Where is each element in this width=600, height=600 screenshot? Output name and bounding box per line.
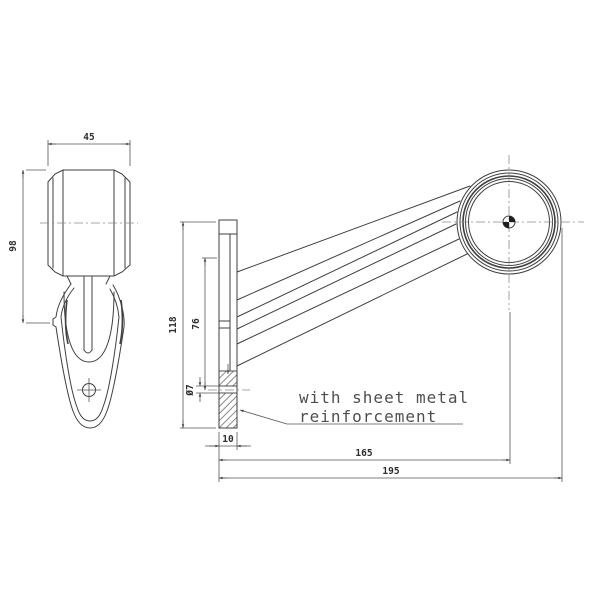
front-view: 45 98 [8,132,138,429]
dimension-bracket-height: 118 [168,221,216,429]
arm-shade-left [64,299,69,345]
dim-label-98: 98 [8,240,19,252]
dim-label-118: 118 [168,316,179,333]
dimension-length-to-center: 165 [219,312,511,464]
dim-label-76: 76 [191,318,202,330]
dim-label-10: 10 [222,434,234,445]
arm-outer-outline [52,283,125,429]
side-view: 118 76 Ø7 10 [168,155,584,482]
dimension-head-width: 45 [47,132,131,166]
dim-label-195: 195 [382,466,399,477]
note-line-2: reinforcement [299,407,437,426]
reinforcement-note: with sheet metal reinforcement [226,364,469,426]
note-leader [239,409,288,425]
arm-inner-outline [60,287,120,422]
dim-label-45: 45 [83,132,95,143]
arm-lens-pocket [63,291,115,363]
dimension-bracket-thickness: 10 [205,432,251,482]
mounting-hole [77,378,101,402]
dim-label-165: 165 [355,448,372,459]
dimension-hole-offset: 76 [191,257,217,391]
arm-shade-right [119,299,124,345]
dimension-hole-diameter: Ø7 [185,377,219,402]
neck-left [66,275,72,285]
arm-tube-lines [236,185,471,367]
neck-right [105,275,111,285]
reinforcement-hatch [208,370,250,429]
dimension-overall-length: 195 [219,228,563,482]
dimension-front-height: 98 [8,169,50,324]
note-line-1: with sheet metal [299,388,469,407]
arm-tongue-tip [83,349,93,354]
lamp-lens-rings [442,155,584,310]
dim-label-hole-diameter: Ø7 [185,384,196,396]
center-target-symbol [502,215,516,229]
